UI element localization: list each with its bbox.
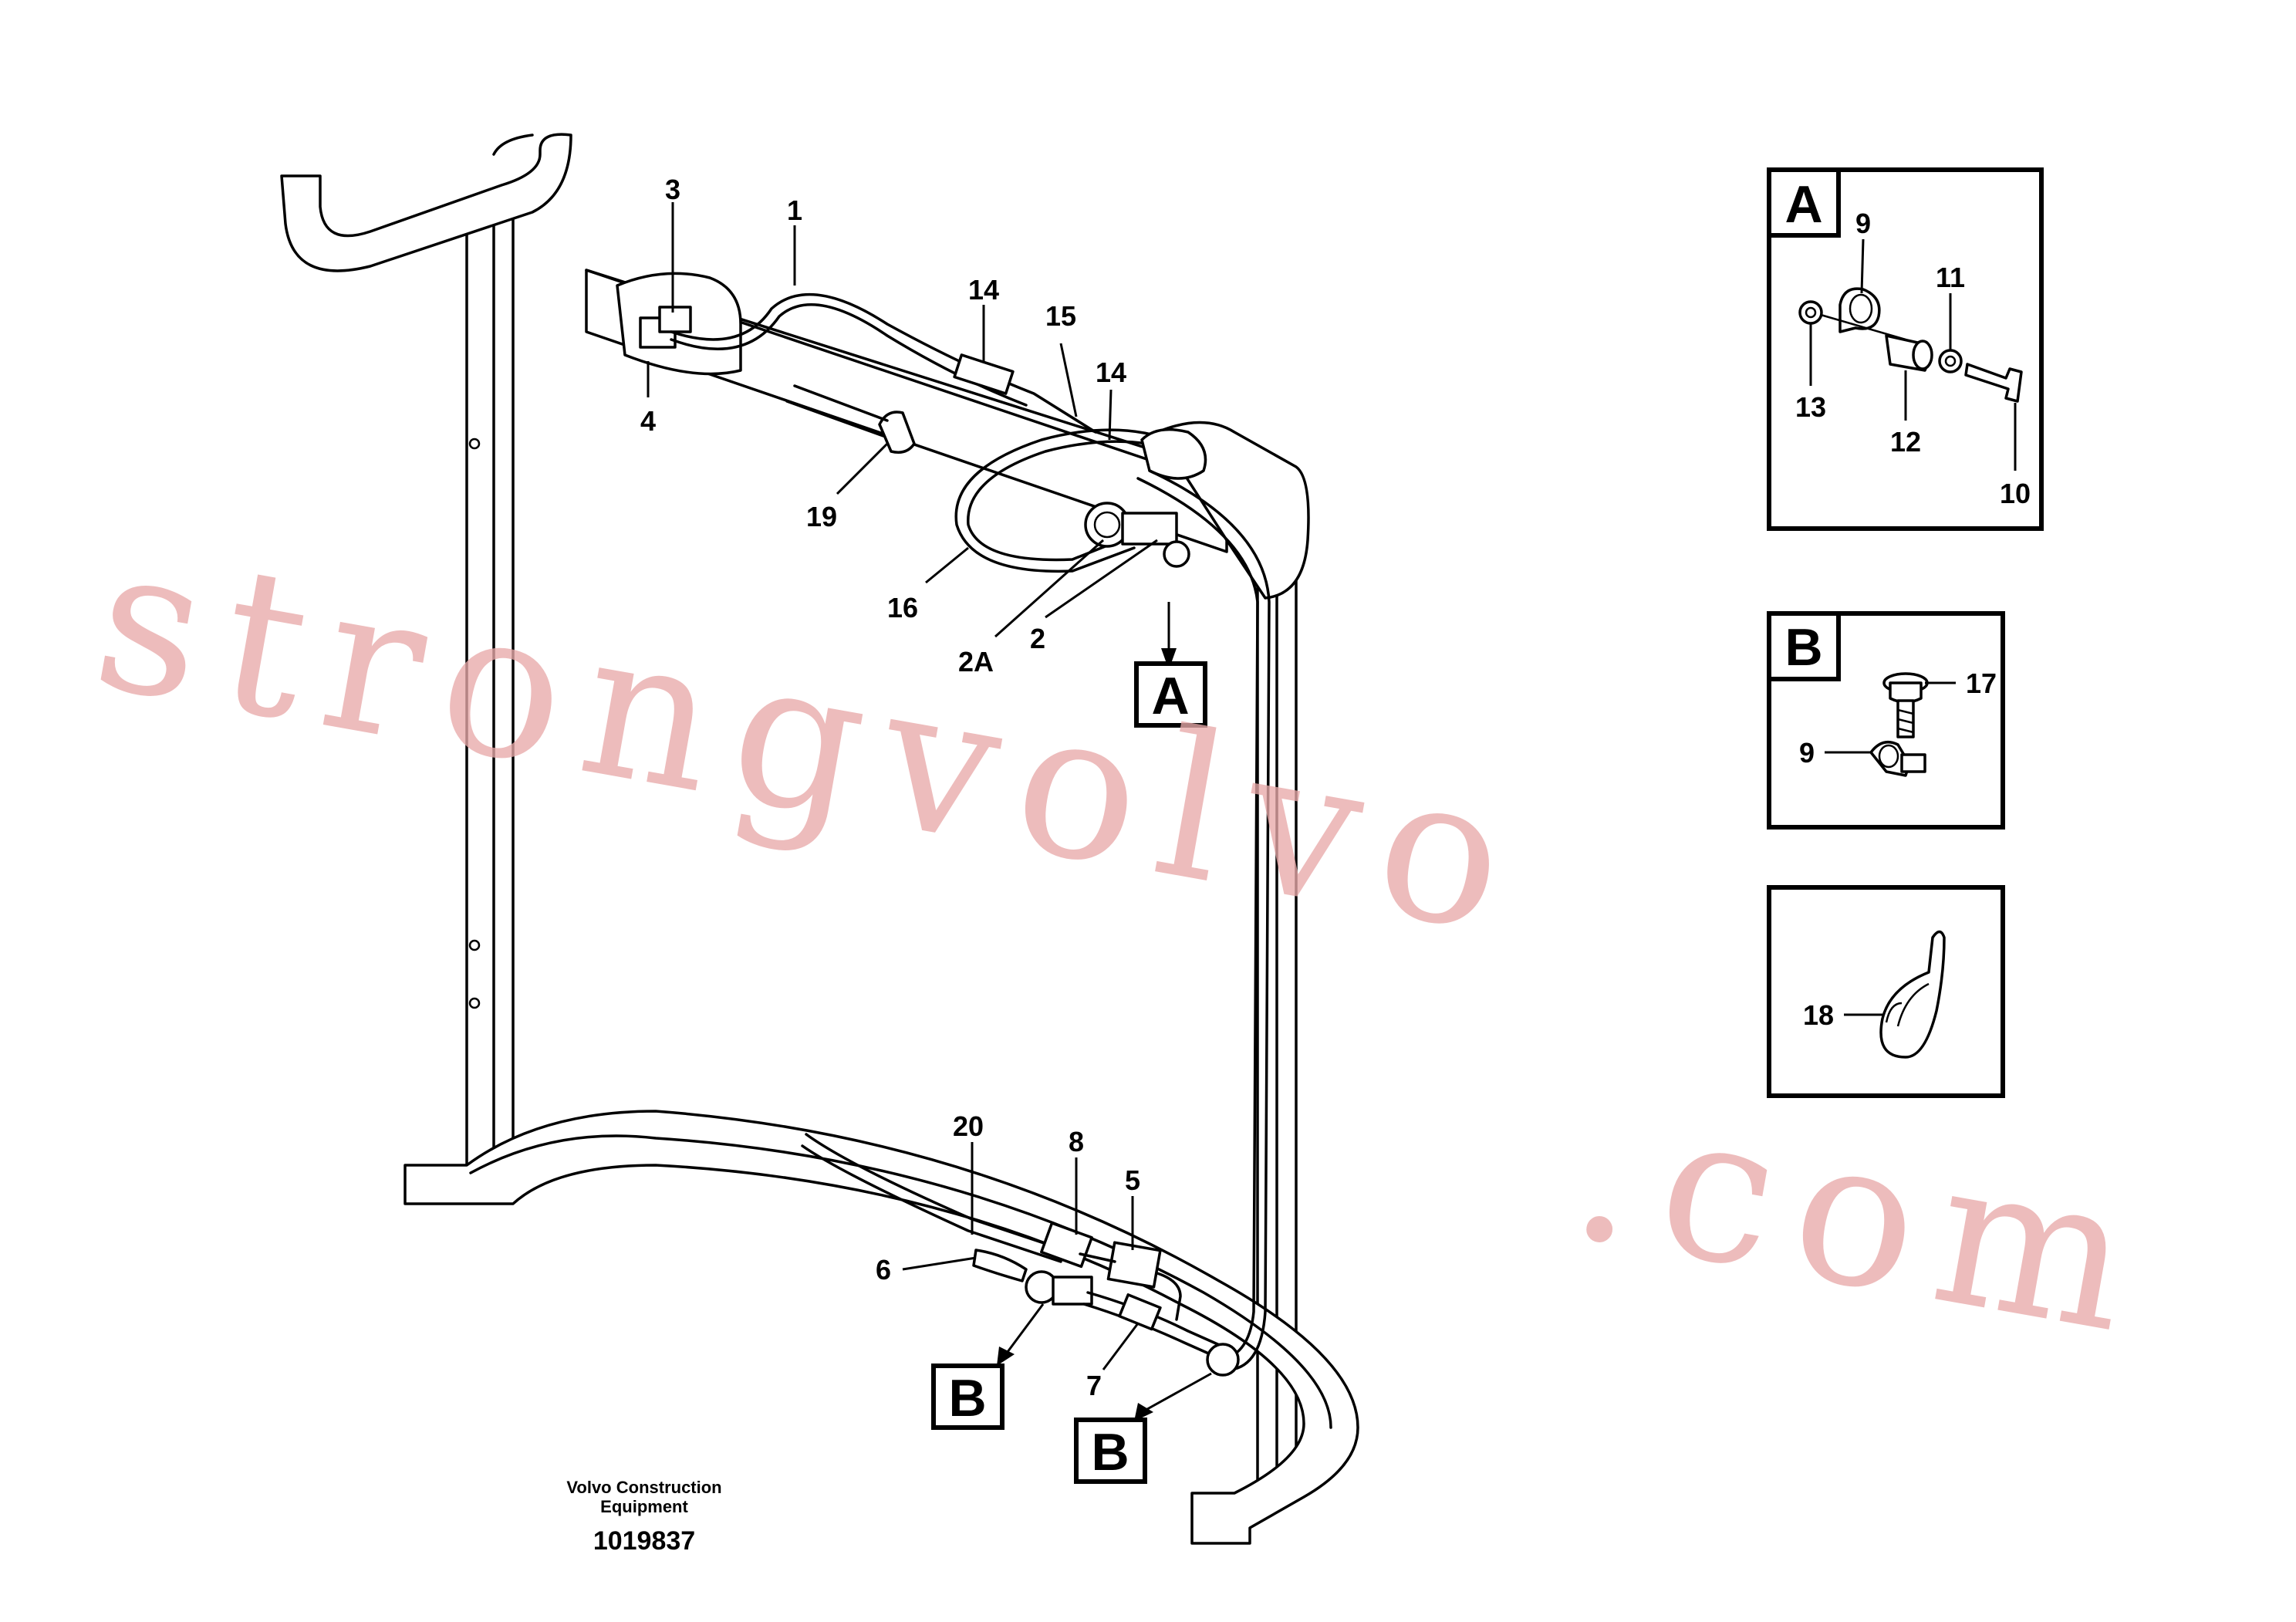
detail-a-label-12: 12 [1890, 426, 1921, 458]
watermark-line1: strongvolvo [80, 501, 1544, 982]
detail-a-label-13: 13 [1795, 391, 1826, 423]
detail-c-label-18: 18 [1803, 999, 1834, 1031]
label-part-7: 7 [1086, 1370, 1102, 1401]
footer-company-line2: Equipment [600, 1497, 688, 1516]
label-part-14b: 14 [1096, 357, 1126, 388]
arrow-a [1161, 648, 1177, 670]
label-part-1: 1 [787, 194, 802, 226]
detail-b-label-9: 9 [1799, 737, 1815, 769]
label-part-15: 15 [1045, 300, 1076, 332]
cable-tie-18 [1879, 930, 1946, 1059]
drawing-footer: Volvo Construction Equipment 1019837 [566, 1478, 721, 1556]
hose-assembly-bottom [801, 1133, 1240, 1377]
svg-text:B: B [948, 1369, 986, 1428]
hose-assembly-top [616, 272, 1310, 1371]
label-part-5: 5 [1125, 1164, 1140, 1196]
arrow-b1 [997, 1347, 1015, 1366]
svg-text:A: A [1151, 667, 1189, 725]
washer-13 [1798, 300, 1823, 325]
detail-panel-a: A 9 11 13 12 10 [1767, 167, 2044, 531]
leader-lines [647, 202, 1212, 1421]
drawing-number: 1019837 [593, 1526, 695, 1556]
bolt-10 [1964, 363, 2023, 403]
detail-panel-c: 18 [1767, 885, 2005, 1098]
detail-reference-a: A [1134, 661, 1207, 728]
label-part-2a: 2A [958, 646, 994, 678]
detail-a-label-9: 9 [1855, 208, 1871, 239]
detail-panel-b: B 17 9 [1767, 611, 2005, 830]
detail-a-label-10: 10 [2000, 478, 2031, 509]
detail-a-label-11: 11 [1936, 262, 1965, 293]
footer-company-line1: Volvo Construction [566, 1478, 721, 1497]
svg-text:B: B [1091, 1423, 1129, 1482]
label-part-14a: 14 [968, 274, 999, 306]
part-labels: 3 4 1 14 15 14 19 16 2A 2 20 8 5 6 7 [640, 174, 1140, 1401]
detail-reference-b2: B [1074, 1418, 1147, 1484]
detail-a-title: A [1784, 175, 1822, 234]
label-part-6: 6 [876, 1254, 891, 1286]
detail-b-title: B [1784, 618, 1822, 677]
washer-11 [1938, 349, 1963, 373]
radiator-frame [280, 133, 1359, 1545]
label-part-19: 19 [806, 501, 837, 532]
label-part-3: 3 [665, 174, 680, 205]
watermark-line2: .com [1558, 1052, 2169, 1382]
detail-reference-b1: B [931, 1363, 1004, 1430]
detail-b-label-17: 17 [1966, 667, 1997, 699]
label-part-8: 8 [1069, 1126, 1084, 1157]
label-part-2: 2 [1030, 623, 1045, 654]
label-part-16: 16 [887, 592, 918, 623]
label-part-20: 20 [953, 1110, 984, 1142]
label-part-4: 4 [640, 405, 656, 437]
arrow-b2 [1134, 1403, 1153, 1421]
